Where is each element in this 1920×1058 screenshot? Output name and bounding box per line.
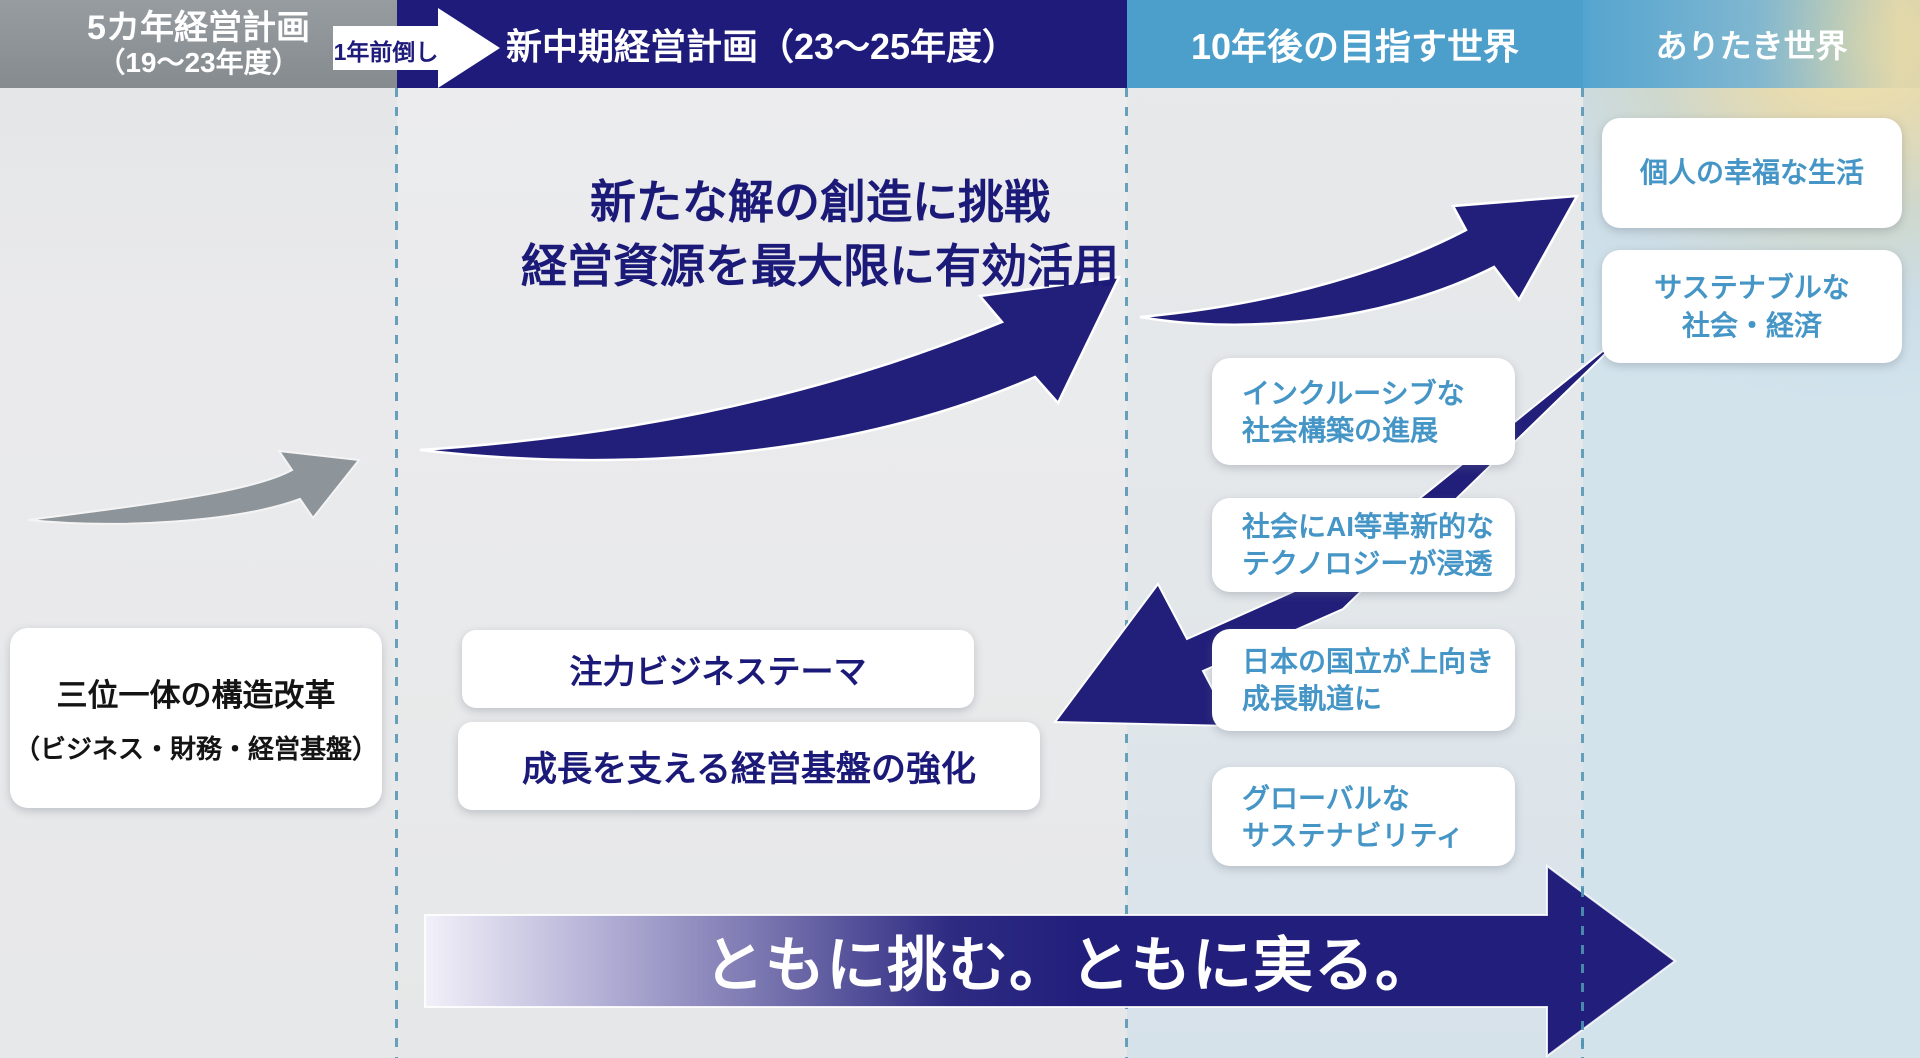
header-five-year-plan-line1: 5カ年経営計画 bbox=[87, 9, 310, 48]
header-ideal-world: ありたき世界 bbox=[1583, 0, 1920, 88]
midterm-headline: 新たな解の創造に挑戦 経営資源を最大限に有効活用 bbox=[460, 170, 1180, 298]
goal-box-inclusive-society: インクルーシブな 社会構築の進展 bbox=[1212, 358, 1515, 465]
header-world-in-10-years-label: 10年後の目指す世界 bbox=[1190, 26, 1520, 67]
goal-box-inclusive-line1: インクルーシブな bbox=[1242, 377, 1465, 409]
goal-box-ai-line1: 社会にAI等革新的な bbox=[1242, 511, 1495, 542]
header-ideal-world-label: ありたき世界 bbox=[1655, 28, 1848, 64]
ideal-box-personal-happiness: 個人の幸福な生活 bbox=[1602, 118, 1902, 228]
midterm-headline-line2: 経営資源を最大限に有効活用 bbox=[521, 240, 1119, 292]
navy-swoosh-arrow2-icon bbox=[1139, 194, 1580, 326]
header-world-in-10-years: 10年後の目指す世界 bbox=[1127, 0, 1583, 88]
goal-box-global-line2: サステナビリティ bbox=[1242, 819, 1464, 851]
focus-business-theme-box: 注力ビジネステーマ bbox=[462, 630, 974, 708]
gray-swoosh-arrow-icon bbox=[27, 449, 361, 525]
header-new-midterm-plan: 新中期経営計画（23〜25年度） bbox=[397, 0, 1127, 88]
column-divider-2 bbox=[1125, 88, 1128, 1058]
column-divider-3-overlay bbox=[1581, 850, 1584, 1058]
midterm-headline-line1: 新たな解の創造に挑戦 bbox=[590, 176, 1050, 228]
goal-box-japan-growth: 日本の国立が上向き 成長軌道に bbox=[1212, 629, 1515, 731]
management-foundation-label: 成長を支える経営基盤の強化 bbox=[522, 749, 976, 789]
header-five-year-plan: 5カ年経営計画 （19〜23年度） bbox=[0, 0, 397, 88]
column-new-midterm-plan bbox=[397, 0, 1127, 1058]
header-five-year-plan-line2: （19〜23年度） bbox=[97, 47, 300, 79]
structural-reform-line1: 三位一体の構造改革 bbox=[56, 678, 336, 713]
structural-reform-line2: （ビジネス・財務・経営基盤） bbox=[13, 734, 378, 764]
navy-swoosh-arrow-icon bbox=[419, 275, 1122, 462]
goal-box-global-line1: グローバルな bbox=[1242, 782, 1410, 814]
goal-box-global-sustainability: グローバルな サステナビリティ bbox=[1212, 767, 1515, 866]
one-year-ahead-badge-label: 1年前倒し bbox=[333, 39, 439, 65]
column-divider-3 bbox=[1581, 88, 1584, 1058]
goal-box-japan-line1: 日本の国立が上向き bbox=[1242, 646, 1495, 677]
goal-box-inclusive-line2: 社会構築の進展 bbox=[1242, 414, 1439, 446]
focus-business-theme-label: 注力ビジネステーマ bbox=[569, 653, 867, 690]
slogan-band-arrow bbox=[424, 864, 1677, 1058]
ideal-box-sustainable-line2: 社会・経済 bbox=[1681, 309, 1822, 341]
structural-reform-box: 三位一体の構造改革 （ビジネス・財務・経営基盤） bbox=[10, 628, 382, 808]
goal-box-japan-line2: 成長軌道に bbox=[1242, 683, 1383, 714]
ideal-box-sustainable-society: サステナブルな 社会・経済 bbox=[1602, 250, 1902, 363]
header-new-midterm-plan-label: 新中期経営計画（23〜25年度） bbox=[505, 26, 1019, 67]
goal-box-ai-line2: テクノロジーが浸透 bbox=[1242, 548, 1493, 579]
management-foundation-box: 成長を支える経営基盤の強化 bbox=[458, 722, 1040, 810]
goal-box-ai-technology: 社会にAI等革新的な テクノロジーが浸透 bbox=[1212, 498, 1515, 592]
column-five-year-plan bbox=[0, 0, 397, 1058]
column-divider-1 bbox=[395, 88, 398, 1058]
one-year-ahead-badge-arrow-icon bbox=[333, 8, 500, 88]
ideal-box-sustainable-line1: サステナブルな bbox=[1654, 271, 1850, 303]
slogan-text: ともに挑む。ともに実る。 bbox=[704, 932, 1436, 999]
ideal-box-personal-line1: 個人の幸福な生活 bbox=[1639, 157, 1864, 188]
